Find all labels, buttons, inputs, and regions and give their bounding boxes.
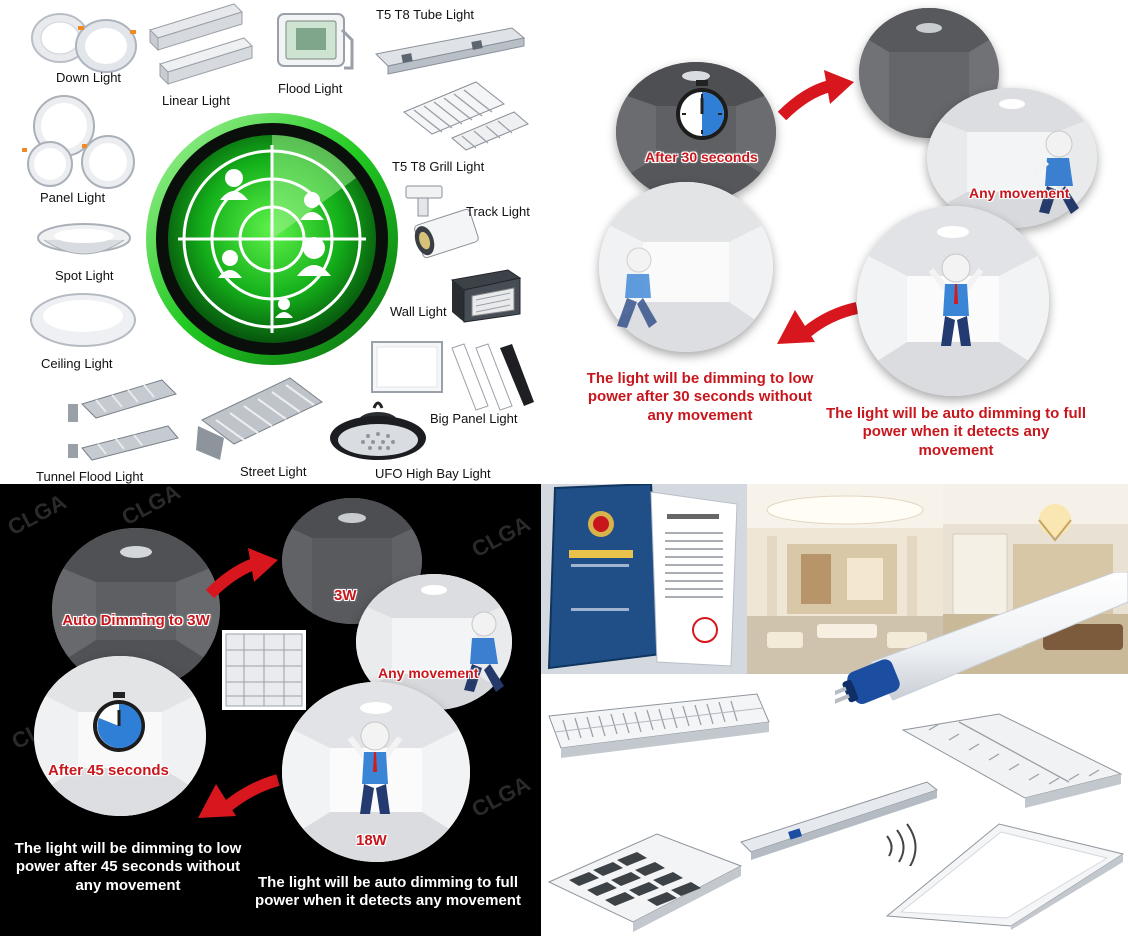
jumping-person-icon — [928, 253, 984, 346]
stage-18w-label: 18W — [356, 832, 387, 849]
ceiling-light-label: Ceiling Light — [41, 356, 113, 371]
ufo-high-bay-light-image — [330, 401, 426, 460]
product-range-panel: Down Light Linear Light Flood Light T5 T… — [0, 0, 541, 484]
down-light-image — [31, 13, 137, 73]
flood-light-image — [277, 13, 354, 70]
stage-3w-label: 3W — [334, 587, 357, 604]
stage-after-45s-label: After 45 seconds — [48, 762, 169, 779]
caption-full-power-45s: The light will be auto dimming to full p… — [255, 874, 521, 910]
ufo-high-bay-light-label: UFO High Bay Light — [375, 466, 491, 481]
track-light-image — [405, 185, 479, 259]
motion-sensor-radar-graphic — [146, 113, 398, 365]
cycle-arrow-icon — [777, 70, 854, 121]
square-grill-fixture-image — [547, 833, 743, 932]
linear-light-image — [149, 3, 253, 86]
watermark-text: CLGA — [467, 770, 535, 823]
timer-clock-icon — [676, 80, 728, 140]
tunnel-flood-light-image — [68, 379, 179, 461]
watermark-text: CLGA — [117, 484, 185, 531]
running-person-icon — [1031, 130, 1079, 214]
stage-movement-label: Any movement — [969, 185, 1070, 201]
grill-fixture-left-image — [548, 693, 770, 758]
dimming-cycle-30s-panel: After 30 seconds Any movement — [541, 0, 1128, 484]
caption-dimming-45s: The light will be dimming to low power a… — [14, 840, 242, 894]
big-panel-light-label: Big Panel Light — [430, 411, 518, 426]
spot-light-image — [37, 223, 131, 255]
down-light-label: Down Light — [56, 70, 122, 85]
sensor-tube-fixture-image — [740, 781, 939, 866]
ceiling-light-image — [30, 293, 136, 347]
grill-light-image — [403, 81, 529, 151]
flood-light-label: Flood Light — [278, 81, 343, 96]
hotel-lobby-photo — [747, 484, 943, 674]
walking-away-person-icon — [617, 247, 657, 328]
street-light-label: Street Light — [240, 464, 307, 479]
tube-light-label: T5 T8 Tube Light — [376, 7, 475, 22]
wall-light-image — [450, 269, 522, 323]
street-light-image — [196, 377, 323, 460]
t5-tube-closeup-image — [835, 572, 1128, 705]
panel-light-label: Panel Light — [40, 190, 106, 205]
big-panel-light-image — [371, 341, 534, 411]
timer-clock-icon — [93, 692, 145, 752]
cycle-arrow-return-icon — [198, 774, 280, 818]
tube-light-image — [374, 27, 526, 75]
grill-light-label: T5 T8 Grill Light — [392, 159, 485, 174]
room-full-power-circle — [857, 206, 1049, 396]
panel-light-image — [22, 95, 135, 189]
cycle-arrow-icon — [206, 548, 278, 599]
caption-full-power-30s: The light will be auto dimming to full p… — [826, 405, 1086, 459]
watermark-text: CLGA — [3, 488, 71, 541]
dimming-cycle-45s-panel: CLGA CLGA CLGA CLGA CLGA Auto Dimming to… — [0, 484, 541, 936]
tunnel-flood-light-label: Tunnel Flood Light — [36, 469, 144, 484]
spot-light-label: Spot Light — [55, 268, 114, 283]
jumping-person-icon — [347, 721, 403, 814]
running-person-icon — [464, 611, 504, 692]
track-light-label: Track Light — [466, 204, 530, 219]
caption-dimming-30s: The light will be dimming to low power a… — [586, 370, 814, 424]
watermark-text: CLGA — [467, 510, 535, 563]
cycle-arrow-return-icon — [777, 302, 859, 344]
grill-fixture-right-image — [901, 713, 1123, 808]
stage-after-30s-label: After 30 seconds — [645, 149, 758, 165]
patent-certificate-photo — [541, 484, 747, 674]
grill-light-thumbnail — [222, 630, 306, 710]
stage-auto-dimming-label: Auto Dimming to 3W — [62, 612, 210, 629]
stage-movement-label: Any movement — [378, 665, 479, 681]
wall-light-label: Wall Light — [390, 304, 447, 319]
certificates-and-products-panel — [541, 484, 1128, 936]
linear-light-label: Linear Light — [162, 93, 230, 108]
flat-panel-fixture-image — [885, 823, 1125, 930]
